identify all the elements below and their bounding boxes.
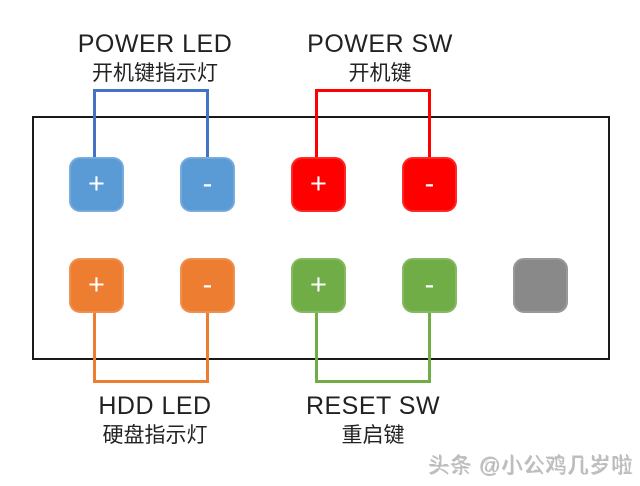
reset-sw-label-en: RESET SW — [305, 392, 441, 420]
watermark-text: 头条 @小公鸡几岁啦 — [428, 455, 634, 478]
power-sw-label-en: POWER SW — [307, 30, 453, 58]
reset-sw-label-zh: 重启键 — [341, 423, 405, 447]
pin-reset-sw-plus: + — [291, 258, 346, 313]
pin-reset-sw-minus: - — [402, 258, 457, 313]
reset-sw-connector-line — [315, 300, 431, 383]
hdd-led-label-zh: 硬盘指示灯 — [102, 423, 208, 447]
power-led-label: POWER LED 开机键指示灯 — [60, 30, 250, 86]
pin-hdd-led-plus: + — [69, 258, 124, 313]
pin-unused — [513, 258, 568, 313]
reset-sw-label: RESET SW 重启键 — [283, 392, 463, 448]
hdd-led-label: HDD LED 硬盘指示灯 — [60, 392, 250, 448]
pin-power-sw-minus: - — [402, 157, 457, 212]
power-led-label-en: POWER LED — [77, 30, 233, 58]
power-sw-connector-line — [315, 89, 431, 160]
hdd-led-connector-line — [93, 300, 209, 383]
hdd-led-label-en: HDD LED — [98, 392, 212, 420]
power-led-connector-line — [93, 89, 209, 160]
power-led-label-zh: 开机键指示灯 — [92, 61, 218, 85]
power-sw-label-zh: 开机键 — [348, 61, 412, 85]
pin-header-outline — [32, 116, 610, 360]
power-sw-label: POWER SW 开机键 — [290, 30, 470, 86]
pin-hdd-led-minus: - — [180, 258, 235, 313]
pin-power-led-minus: - — [180, 157, 235, 212]
pin-power-led-plus: + — [69, 157, 124, 212]
pin-power-sw-plus: + — [291, 157, 346, 212]
